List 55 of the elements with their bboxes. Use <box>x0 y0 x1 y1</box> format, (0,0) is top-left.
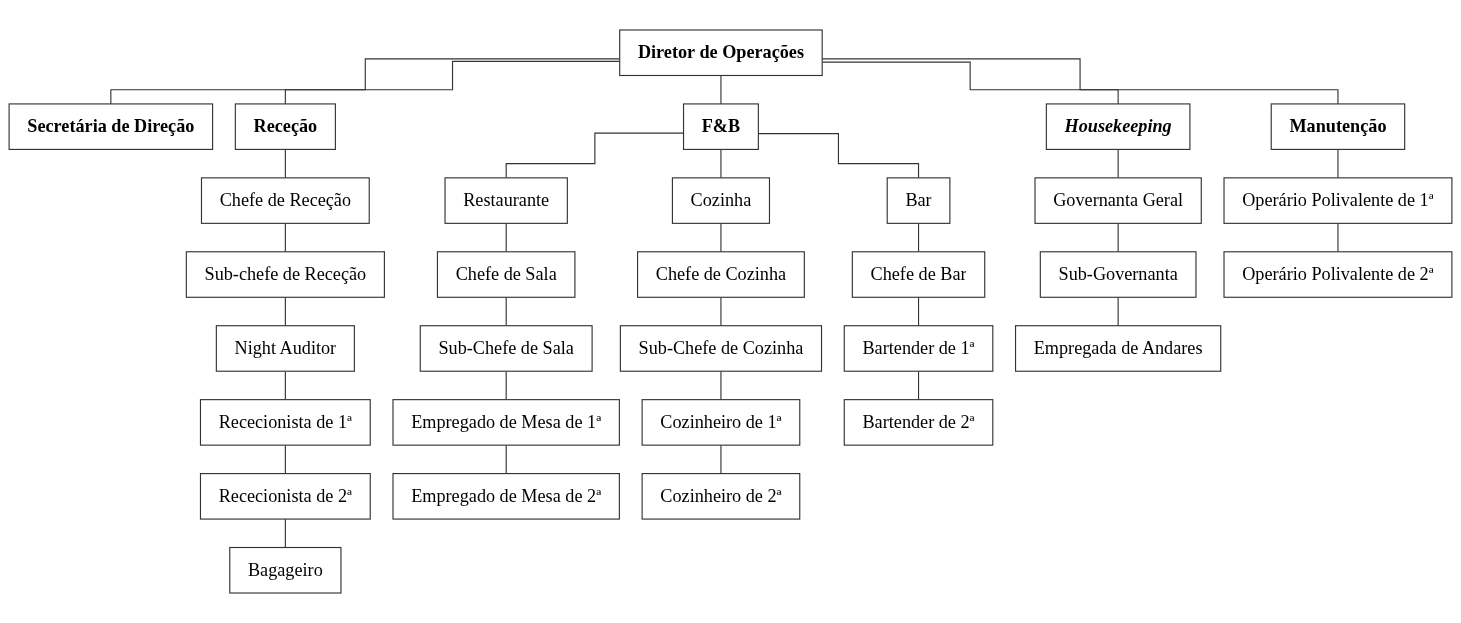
node-box: Governanta Geral <box>1034 177 1202 224</box>
node-box: Housekeeping <box>1045 103 1191 150</box>
connector <box>1117 296 1119 327</box>
connector <box>505 444 507 475</box>
node-box: Diretor de Operações <box>619 29 823 77</box>
node-box: Empregado de Mesa de 2ª <box>392 473 620 520</box>
connector <box>284 444 286 475</box>
node-box: Chefe de Cozinha <box>637 251 805 298</box>
node-box: Night Auditor <box>215 325 355 372</box>
node-box: Operário Polivalente de 2ª <box>1223 251 1453 298</box>
connector <box>284 296 286 327</box>
node-box: Operário Polivalente de 1ª <box>1223 177 1453 224</box>
node-box: Bartender de 2ª <box>843 399 994 446</box>
connector <box>917 222 920 253</box>
node-box: Empregado de Mesa de 1ª <box>392 399 620 446</box>
connector <box>720 296 722 327</box>
node-box: Cozinheiro de 1ª <box>641 399 801 446</box>
connector <box>1337 148 1339 179</box>
connector <box>284 370 286 401</box>
node-box: Restaurante <box>444 177 568 224</box>
node-box: Bagageiro <box>229 546 342 594</box>
node-box: Sub-Chefe de Sala <box>419 325 593 372</box>
connector <box>720 370 722 401</box>
node-box: Receção <box>234 103 336 150</box>
node-box: Chefe de Receção <box>200 177 370 224</box>
connector <box>1337 222 1339 253</box>
node-box: Rececionista de 2ª <box>199 473 371 520</box>
connector <box>505 222 507 253</box>
node-box: Chefe de Bar <box>851 251 986 298</box>
node-box: Sub-Chefe de Cozinha <box>619 325 823 372</box>
node-box: Sub-chefe de Receção <box>185 251 385 298</box>
connector <box>917 296 920 327</box>
connector <box>284 518 286 549</box>
node-box: Chefe de Sala <box>436 251 576 298</box>
node-box: Rececionista de 1ª <box>199 399 371 446</box>
node-box: Bartender de 1ª <box>843 325 994 372</box>
node-box: Sub-Governanta <box>1039 251 1197 298</box>
node-box: Empregada de Andares <box>1014 325 1222 372</box>
node-box: Secretária de Direção <box>8 103 214 150</box>
connector <box>284 222 286 253</box>
connector <box>720 222 722 253</box>
node-box: Cozinha <box>671 177 771 224</box>
connector <box>917 370 920 401</box>
connector <box>1117 222 1119 253</box>
connector <box>720 444 722 475</box>
node-box: Cozinheiro de 2ª <box>641 473 801 520</box>
connector <box>720 148 722 179</box>
node-box: F&B <box>682 103 759 150</box>
connector <box>284 148 286 179</box>
node-box: Bar <box>886 177 951 224</box>
connector <box>720 74 722 105</box>
connector <box>505 370 507 401</box>
node-box: Manutenção <box>1270 103 1406 150</box>
connector <box>505 296 507 327</box>
connector <box>1117 148 1119 179</box>
